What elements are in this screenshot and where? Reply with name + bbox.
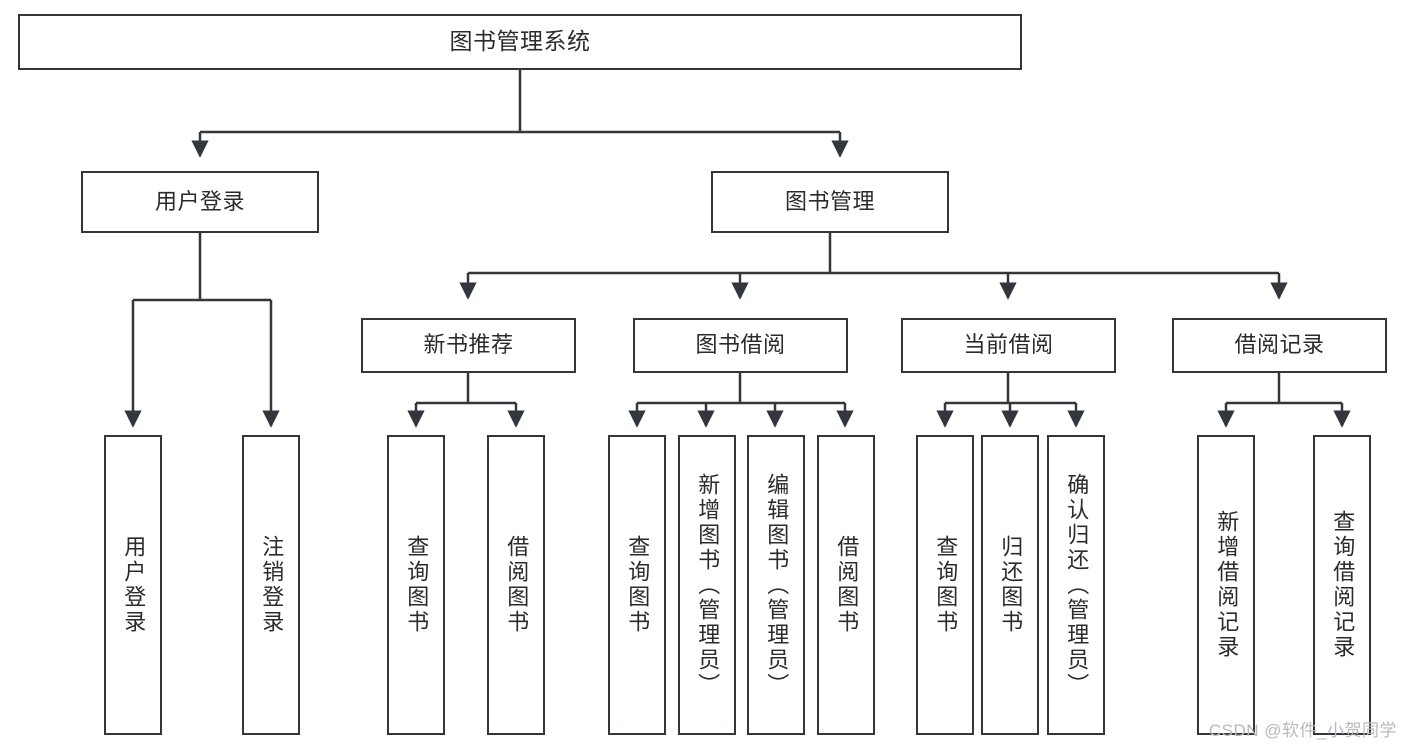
node-label: 查询借阅记录 xyxy=(1330,510,1356,660)
node-label: 查询图书 xyxy=(404,535,430,635)
node-label: 新书推荐 xyxy=(423,332,514,358)
leaf-edit-book-admin[interactable]: 编辑图书（管理员） xyxy=(747,435,805,735)
watermark-text: CSDN @软件_小贺同学 xyxy=(1208,721,1397,740)
node-root-system[interactable]: 图书管理系统 xyxy=(18,14,1022,70)
leaf-logout[interactable]: 注销登录 xyxy=(242,435,300,735)
node-label: 新增图书（管理员） xyxy=(695,472,721,698)
node-label: 编辑图书（管理员） xyxy=(764,472,790,698)
node-label: 归还图书 xyxy=(998,535,1024,635)
node-current-borrow[interactable]: 当前借阅 xyxy=(901,318,1116,373)
node-label: 图书管理系统 xyxy=(449,28,591,55)
node-label: 图书管理 xyxy=(784,188,875,214)
node-label: 图书借阅 xyxy=(695,332,786,358)
leaf-query-book-borrow[interactable]: 查询图书 xyxy=(608,435,666,735)
leaf-query-book-recommend[interactable]: 查询图书 xyxy=(387,435,445,735)
leaf-borrow-book-recommend[interactable]: 借阅图书 xyxy=(487,435,545,735)
node-borrow-record[interactable]: 借阅记录 xyxy=(1172,318,1387,373)
leaf-confirm-return-admin[interactable]: 确认归还（管理员） xyxy=(1047,435,1105,735)
node-label: 借阅图书 xyxy=(504,535,530,635)
leaf-user-login[interactable]: 用户登录 xyxy=(104,435,162,735)
node-label: 新增借阅记录 xyxy=(1214,510,1240,660)
node-label: 借阅图书 xyxy=(834,535,860,635)
leaf-query-borrow-record[interactable]: 查询借阅记录 xyxy=(1313,435,1371,735)
leaf-borrow-book[interactable]: 借阅图书 xyxy=(817,435,875,735)
leaf-query-book-current[interactable]: 查询图书 xyxy=(916,435,974,735)
node-label: 当前借阅 xyxy=(963,332,1054,358)
node-label: 查询图书 xyxy=(933,535,959,635)
node-label: 用户登录 xyxy=(121,535,147,635)
node-book-management[interactable]: 图书管理 xyxy=(711,171,949,233)
node-label: 用户登录 xyxy=(154,188,245,214)
leaf-return-book[interactable]: 归还图书 xyxy=(981,435,1039,735)
leaf-add-borrow-record[interactable]: 新增借阅记录 xyxy=(1197,435,1255,735)
node-label: 查询图书 xyxy=(625,535,651,635)
node-new-book-recommend[interactable]: 新书推荐 xyxy=(361,318,576,373)
leaf-add-book-admin[interactable]: 新增图书（管理员） xyxy=(678,435,736,735)
node-user-login[interactable]: 用户登录 xyxy=(81,171,319,233)
node-label: 借阅记录 xyxy=(1234,332,1325,358)
node-label: 确认归还（管理员） xyxy=(1064,472,1090,698)
node-label: 注销登录 xyxy=(259,535,285,635)
node-book-borrow[interactable]: 图书借阅 xyxy=(633,318,848,373)
